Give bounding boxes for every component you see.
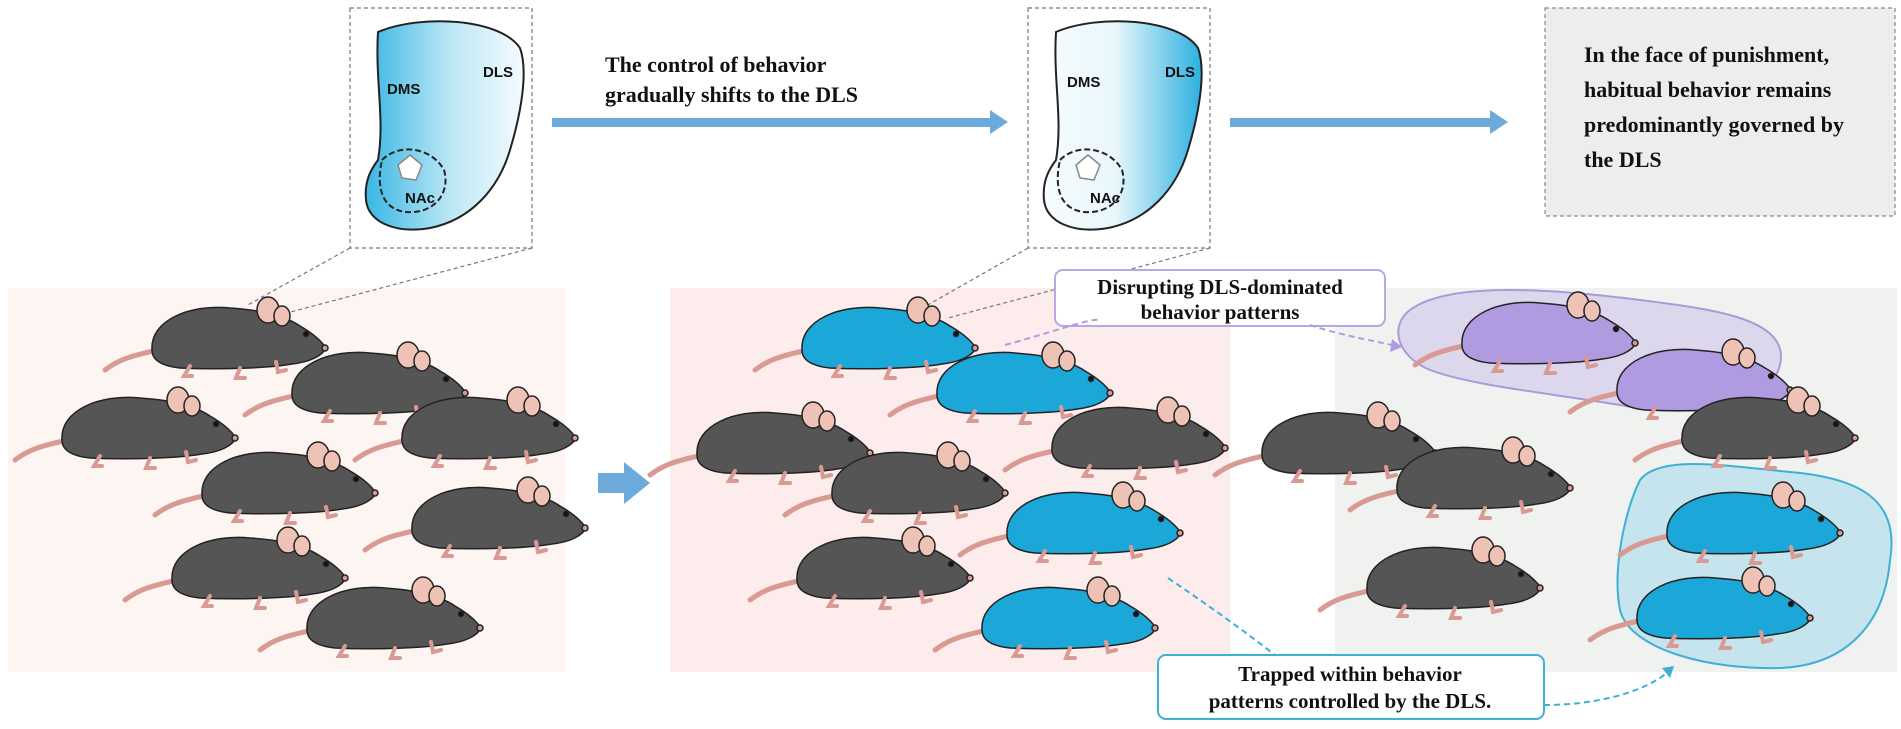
label-dms-middle: DMS bbox=[1067, 74, 1100, 91]
arrow-caption-line2: gradually shifts to the DLS bbox=[605, 82, 858, 107]
striatum-diagram-middle: DMS DLS NAc bbox=[1042, 20, 1203, 231]
trapped-callout-box bbox=[1157, 654, 1545, 720]
disrupt-callout-box bbox=[1054, 269, 1386, 327]
stage-arrow bbox=[598, 462, 650, 504]
label-nac-middle: NAc bbox=[1090, 190, 1120, 207]
trapped-line1: Trapped within behavior bbox=[1238, 662, 1462, 686]
arrow-caption-line1: The control of behavior bbox=[605, 52, 827, 77]
result-line3: predominantly governed by bbox=[1584, 112, 1844, 137]
disrupt-line1: Disrupting DLS-dominated bbox=[1097, 275, 1343, 299]
result-line1: In the face of punishment, bbox=[1584, 42, 1829, 67]
label-dls-left: DLS bbox=[483, 64, 513, 81]
label-nac-left: NAc bbox=[405, 190, 435, 207]
result-line4: the DLS bbox=[1584, 147, 1662, 172]
label-dms-left: DMS bbox=[387, 81, 420, 98]
striatum-diagram-left: DMS DLS NAc bbox=[364, 20, 525, 231]
outcome-arrow bbox=[1230, 110, 1508, 134]
result-box bbox=[1544, 7, 1896, 217]
result-line2: habitual behavior remains bbox=[1584, 77, 1832, 102]
trapped-line2: patterns controlled by the DLS. bbox=[1209, 689, 1492, 713]
label-dls-middle: DLS bbox=[1165, 64, 1195, 81]
shift-arrow bbox=[552, 110, 1008, 134]
disrupt-line2: behavior patterns bbox=[1141, 300, 1300, 324]
